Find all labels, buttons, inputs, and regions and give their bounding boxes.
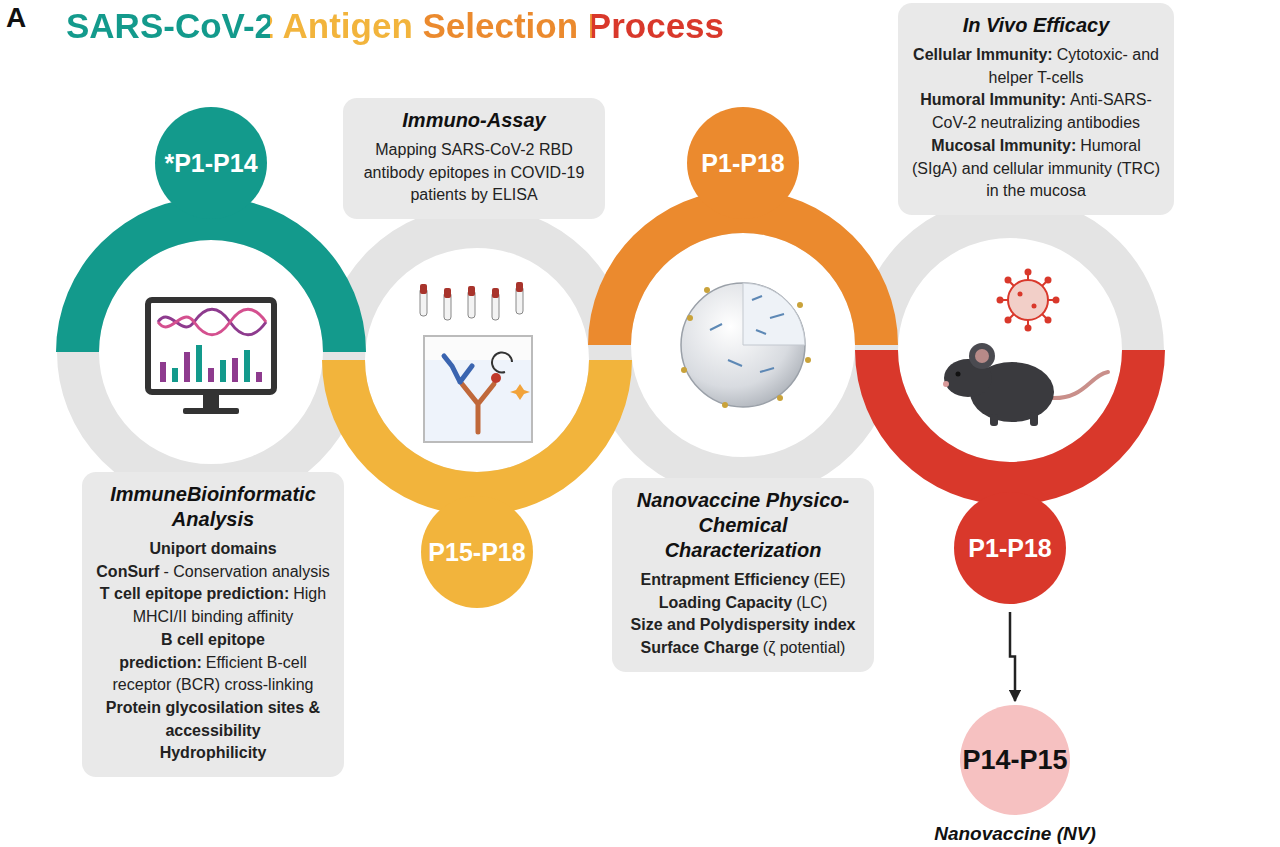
stage-circle: P1-P18 [954, 492, 1066, 604]
panel-letter: A [6, 2, 26, 34]
panel-text: Mapping SARS-CoV-2 RBD antibody epitopes… [364, 141, 585, 203]
panel-text: Uniport domains [149, 540, 276, 557]
stage-circle: *P1-P14 [155, 107, 267, 219]
text-line: Cellular Immunity:Cytotoxic- and helper … [910, 44, 1162, 89]
panel-text: Surface Charge [641, 639, 759, 656]
panel-text: T cell epitope prediction: [100, 585, 289, 602]
peptide-range: P14-P15 [962, 745, 1067, 776]
text-line: Nanovaccine Physico-Chemical Characteriz… [624, 488, 862, 563]
text-line: Entrapment Efficiency(EE) [624, 569, 862, 592]
text-line: ImmuneBioinformatic Analysis [94, 482, 332, 532]
text-line: Uniport domains [94, 538, 332, 561]
text-line: Size and Polydispersity index [624, 614, 862, 637]
panel-text: Entrapment Efficiency [641, 571, 810, 588]
panel-text: Loading Capacity [659, 594, 792, 611]
panel-text: Cellular Immunity: [913, 46, 1053, 63]
panel-text: Humoral Immunity: [920, 91, 1066, 108]
result-circle: P14-P15 [960, 705, 1070, 815]
text-line: Immuno-Assay [355, 108, 593, 133]
text-line: Hydrophilicity [94, 742, 332, 765]
panel-text: - Conservation analysis [163, 563, 329, 580]
text-line: In Vivo Efficacy [910, 13, 1162, 38]
result-caption: Nanovaccine (NV) [925, 823, 1105, 845]
panel-text: ConSurf [96, 563, 159, 580]
info-panel: Immuno-AssayMapping SARS-CoV-2 RBD antib… [343, 98, 605, 219]
text-line: Loading Capacity(LC) [624, 592, 862, 615]
flow-arrow [1010, 612, 1015, 701]
text-line: Protein glycosilation sites & accessibil… [94, 697, 332, 742]
diagram-title: SARS-CoV-2 Antigen Selection Process [66, 6, 724, 46]
peptide-range: *P1-P14 [164, 149, 257, 178]
panel-heading: Immuno-Assay [355, 108, 593, 133]
panel-text: Size and Polydispersity index [631, 616, 856, 633]
panel-heading: ImmuneBioinformatic Analysis [94, 482, 332, 532]
stage-circle: P15-P18 [421, 496, 533, 608]
panel-text: Mucosal Immunity: [931, 137, 1076, 154]
result-node: P14-P15Nanovaccine (NV) [925, 705, 1105, 845]
panel-heading: In Vivo Efficacy [910, 13, 1162, 38]
stage-circle: P1-P18 [687, 107, 799, 219]
text-line: ConSurf- Conservation analysis [94, 561, 332, 584]
text-line: Mapping SARS-CoV-2 RBD antibody epitopes… [355, 139, 593, 207]
panel-text: (LC) [796, 594, 827, 611]
panel-text: (EE) [813, 571, 845, 588]
text-line: Humoral Immunity:Anti-SARS-CoV-2 neutral… [910, 89, 1162, 134]
panel-text: Protein glycosilation sites & accessibil… [106, 699, 320, 739]
text-line: Surface Charge(ζ potential) [624, 637, 862, 660]
text-line: B cell epitope prediction:Efficient B-ce… [94, 629, 332, 697]
peptide-range: P1-P18 [968, 534, 1051, 563]
info-panel: Nanovaccine Physico-Chemical Characteriz… [612, 478, 874, 672]
panel-text: Hydrophilicity [160, 744, 267, 761]
text-line: T cell epitope prediction:High MHCI/II b… [94, 583, 332, 628]
info-panel: In Vivo EfficacyCellular Immunity:Cytoto… [898, 3, 1174, 215]
panel-text: (ζ potential) [763, 639, 846, 656]
text-line: Mucosal Immunity:Humoral (SIgA) and cell… [910, 135, 1162, 203]
info-panel: ImmuneBioinformatic AnalysisUniport doma… [82, 472, 344, 777]
panel-heading: Nanovaccine Physico-Chemical Characteriz… [624, 488, 862, 563]
peptide-range: P1-P18 [701, 149, 784, 178]
peptide-range: P15-P18 [428, 538, 525, 567]
